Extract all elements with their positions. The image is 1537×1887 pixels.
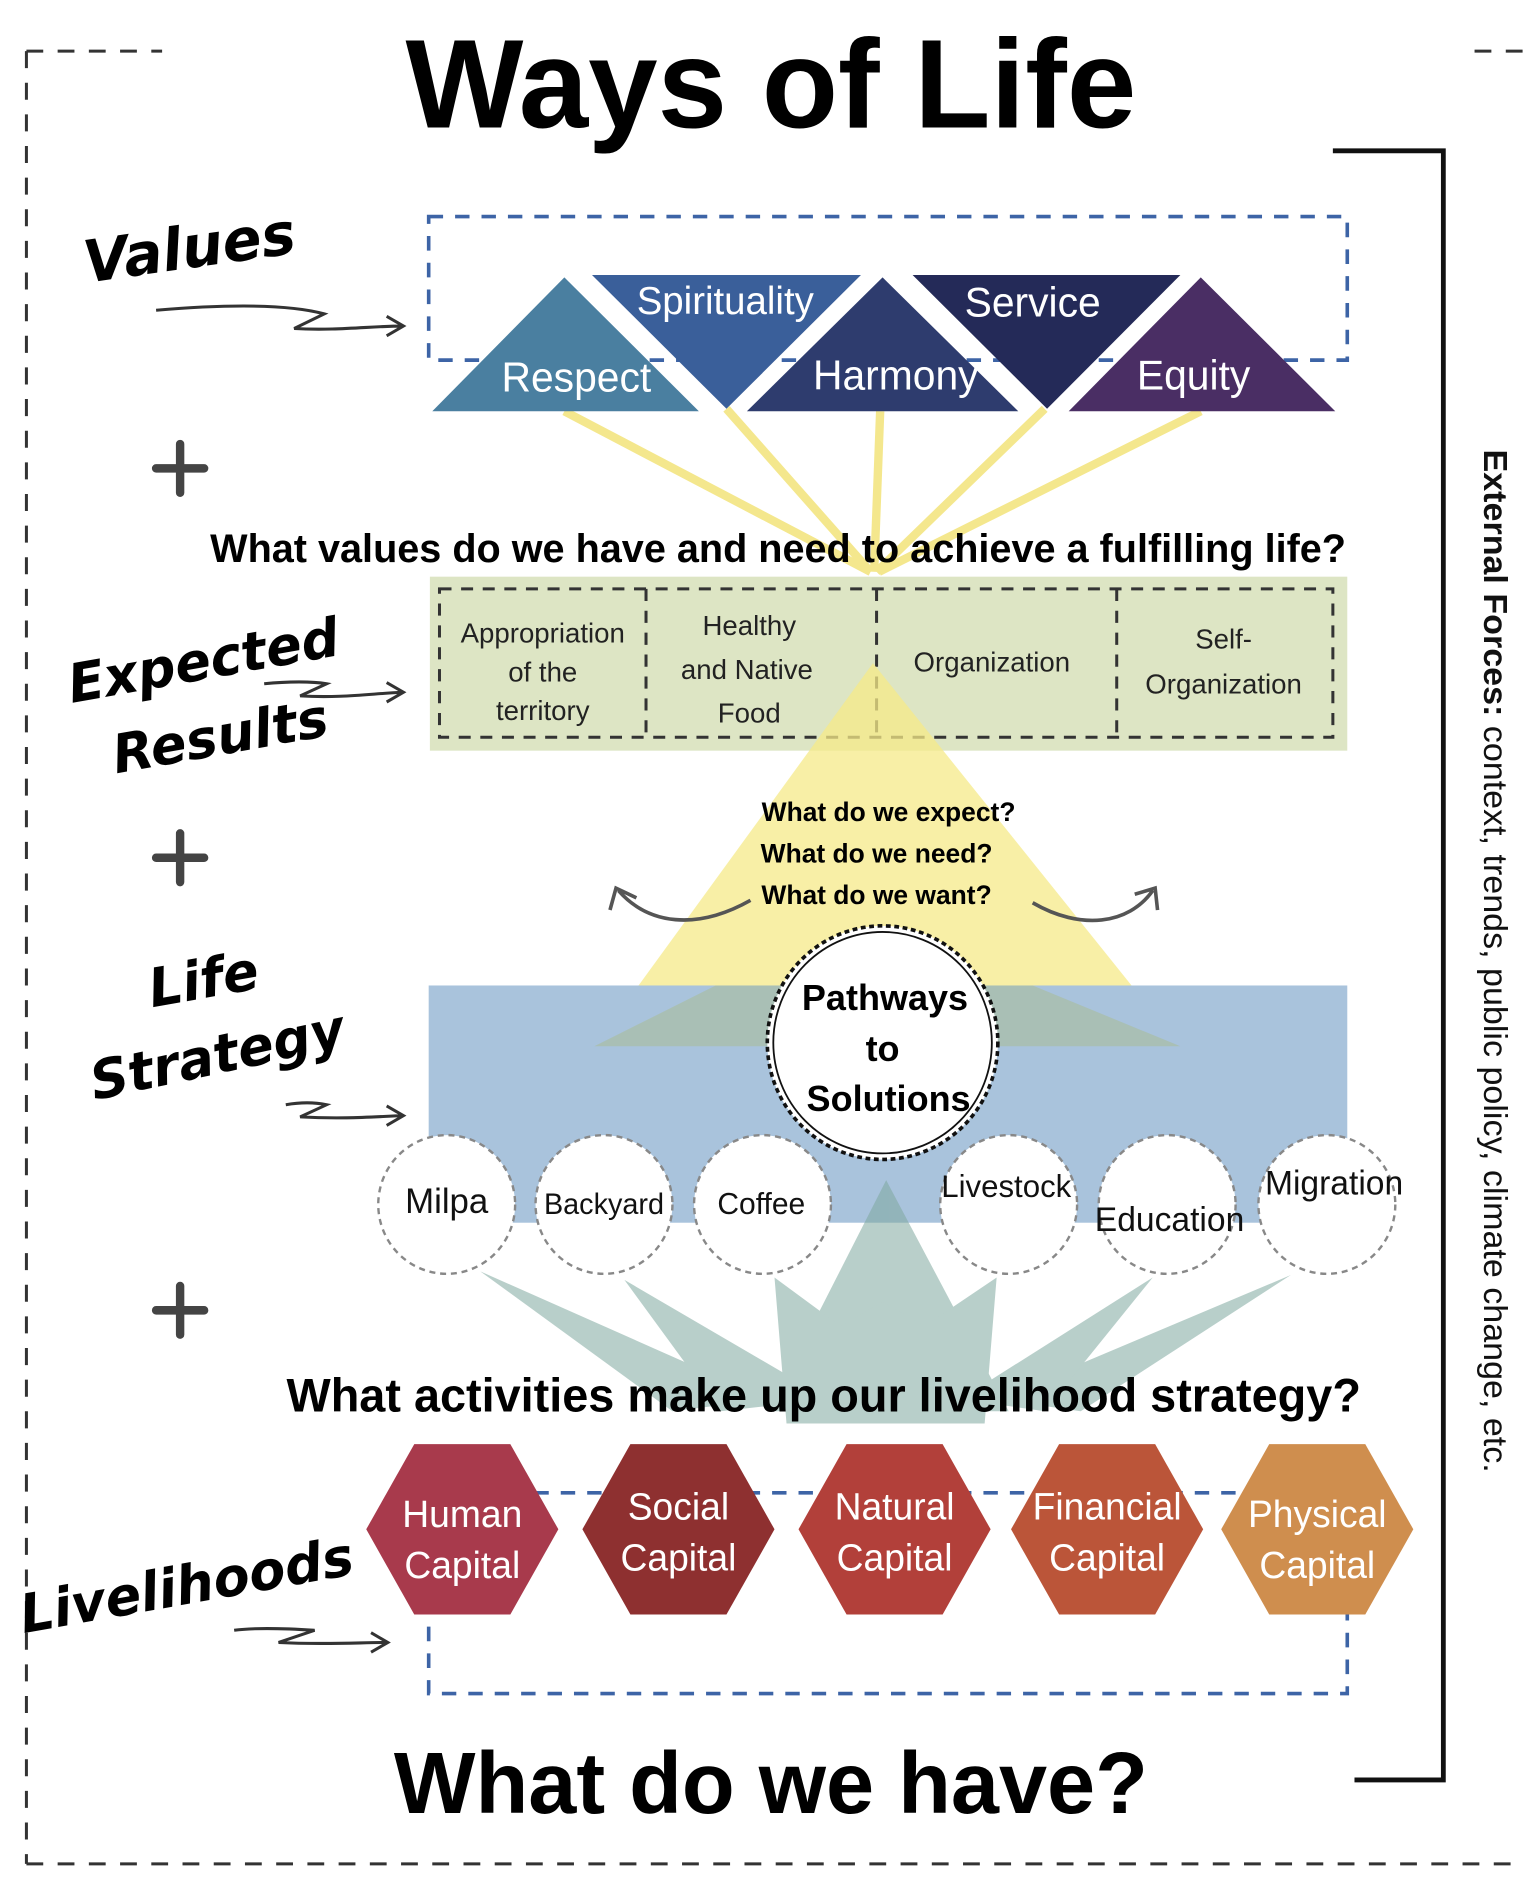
curved-arrow-left-icon [608, 885, 752, 922]
expectation-questions: What do we expect? What do we need? What… [761, 797, 1016, 910]
activity-backyard: Backyard [544, 1189, 664, 1221]
hexagon-financial-capital [1011, 1444, 1204, 1615]
activity-milpa: Milpa [405, 1182, 489, 1221]
svg-text:Food: Food [718, 698, 781, 729]
svg-text:Organization: Organization [1145, 668, 1302, 699]
capital-label: Natural [835, 1485, 955, 1527]
expected-results-grid [437, 587, 1335, 739]
curved-arrow-right-icon [1031, 885, 1160, 923]
pathways-to-solutions: Pathways to Solutions [765, 924, 1000, 1162]
expected-results-text: Appropriation of the territory Healthy a… [461, 610, 1302, 729]
arrow-values-icon [155, 304, 407, 338]
value-harmony: Harmony [813, 352, 979, 398]
external-forces-text: External Forces: context, trends, public… [1476, 450, 1514, 1473]
page-title: Ways of Life [406, 13, 1137, 155]
activity-migration: Migration [1265, 1165, 1403, 1203]
bottom-question: What do we have? [394, 1734, 1148, 1832]
hexagon-social-capital [582, 1444, 775, 1615]
activity-labels: Milpa Backyard Coffee Livestock Educatio… [405, 1165, 1403, 1240]
capital-label: Social [628, 1485, 729, 1527]
capital-label: Capital [1259, 1544, 1375, 1586]
plus-icon [151, 439, 209, 497]
capital-label: Human [402, 1493, 522, 1535]
label-livelihoods: Livelihoods [15, 1525, 358, 1646]
value-service: Service [965, 279, 1101, 325]
activity-livestock: Livestock [941, 1169, 1071, 1204]
triangle-respect [432, 277, 699, 412]
activities-converge-shape [480, 1180, 1291, 1424]
label-strategy: Strategy [84, 997, 352, 1113]
plus-icon [151, 1281, 209, 1339]
svg-text:What do we need?: What do we need? [761, 838, 993, 868]
svg-text:What do we expect?: What do we expect? [762, 797, 1016, 827]
label-values: Values [79, 199, 299, 297]
activity-circles [377, 1133, 1397, 1276]
triangle-equity [1068, 277, 1336, 412]
activity-coffee: Coffee [717, 1188, 805, 1221]
hexagon-human-capital [366, 1444, 559, 1615]
svg-text:to: to [866, 1028, 900, 1069]
hexagon-natural-capital [798, 1444, 991, 1615]
capital-label: Physical [1248, 1493, 1387, 1535]
svg-text:Organization: Organization [914, 646, 1071, 677]
triangle-spirituality [591, 274, 861, 409]
value-rays [562, 405, 1203, 576]
value-equity: Equity [1137, 352, 1251, 398]
capital-label: Capital [621, 1536, 737, 1578]
value-respect: Respect [502, 355, 652, 401]
activities-question: What activities make up our livelihood s… [287, 1368, 1361, 1421]
svg-text:Healthy: Healthy [702, 610, 796, 641]
activity-education: Education [1095, 1201, 1244, 1239]
triangle-service [912, 274, 1181, 409]
expectations-triangle [594, 663, 1181, 1047]
capital-label: Capital [1049, 1536, 1165, 1578]
svg-text:Appropriation: Appropriation [461, 617, 625, 648]
svg-text:What do we want?: What do we want? [761, 880, 991, 910]
value-triangles: Respect Spirituality Harmony Service Equ… [432, 274, 1336, 412]
svg-text:and Native: and Native [681, 654, 813, 685]
svg-text:Pathways: Pathways [802, 977, 968, 1018]
capital-label: Capital [404, 1544, 520, 1586]
svg-text:Solutions: Solutions [807, 1078, 971, 1119]
svg-text:of the: of the [508, 656, 577, 687]
arrow-results-icon [264, 680, 407, 704]
arrow-livelihoods-icon [233, 1626, 391, 1654]
capital-label: Capital [837, 1536, 953, 1578]
outer-frame [24, 49, 1525, 1866]
capital-label: Financial [1033, 1485, 1182, 1527]
svg-text:Self-: Self- [1195, 623, 1252, 654]
triangle-harmony [746, 277, 1019, 412]
svg-text:territory: territory [496, 695, 590, 726]
external-forces-bracket [1332, 148, 1446, 1783]
arrow-strategy-icon [285, 1101, 407, 1127]
value-spirituality: Spirituality [637, 280, 815, 323]
label-life: Life [144, 939, 264, 1020]
plus-icon [151, 829, 209, 887]
plus-icons [151, 439, 209, 1339]
values-question: What values do we have and need to achie… [210, 527, 1346, 571]
hexagon-physical-capital [1221, 1444, 1414, 1615]
